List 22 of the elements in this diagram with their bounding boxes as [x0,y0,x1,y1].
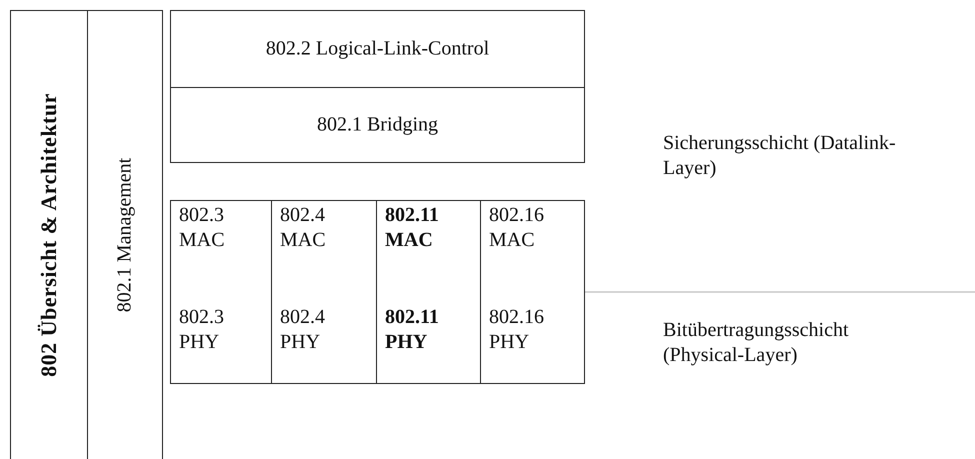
layer-name-label: Bitübertragungsschicht (Physical-Layer) [663,318,850,368]
sublayer-label: 802.4 PHY [280,305,325,355]
layer-label: 802.1 Bridging [316,114,438,136]
sublayer-label: 802.4 MAC [280,203,326,253]
standard-column-box [271,200,377,384]
sublayer-label: 802.16 MAC [489,203,544,253]
layer-box [170,10,585,88]
sublayer-label: 802.3 MAC [179,203,225,253]
standard-column-box [480,200,585,384]
vertical-label: 802 Übersicht & Architektur [36,93,62,377]
standard-column-box [170,200,272,384]
vertical-label-box [10,10,88,459]
layer-label: 802.2 Logical-Link-Control [266,38,490,60]
sublayer-label: 802.11 PHY [385,305,439,355]
standard-column-box [376,200,481,384]
layer-name-label: Sicherungsschicht (Datalink-Layer) [663,131,897,181]
vertical-label: 802.1 Management [114,158,136,312]
layer-box [170,87,585,163]
sublayer-label: 802.11 MAC [385,203,439,253]
vertical-label-box [87,10,163,459]
sublayer-label: 802.3 PHY [179,305,224,355]
sublayer-label: 802.16 PHY [489,305,544,355]
